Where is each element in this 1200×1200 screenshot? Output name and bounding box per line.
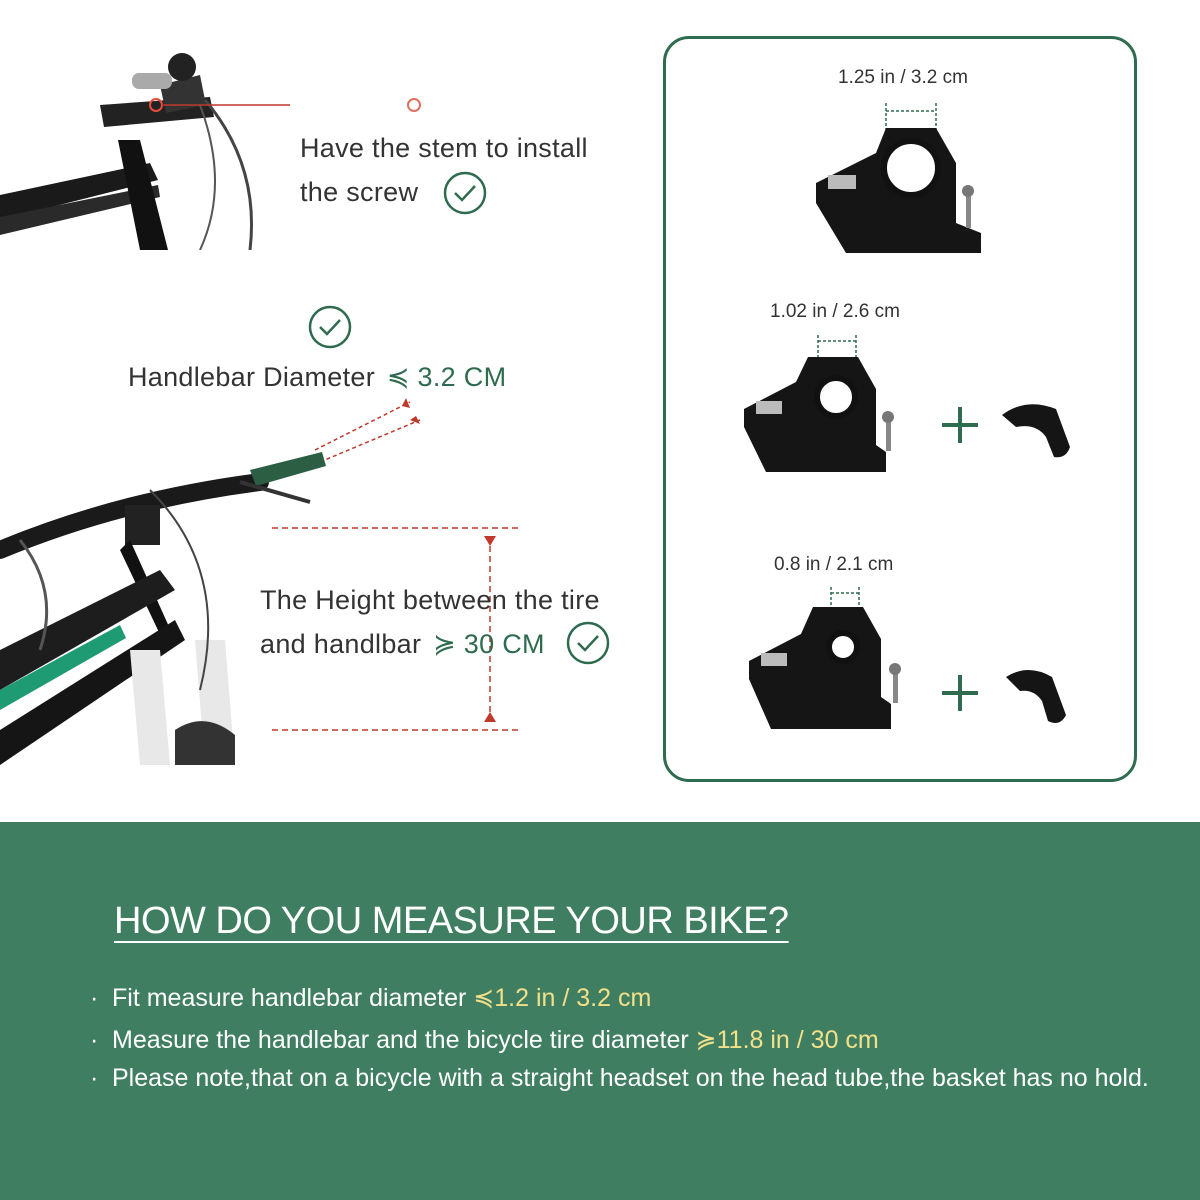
bullet-text: Fit measure handlebar diameter [112, 984, 474, 1012]
stem-text-line1: Have the stem to install [300, 133, 588, 163]
stem-text-line2: the screw [300, 177, 419, 207]
clamp-dimension-3: 0.8 in / 2.1 cm [774, 554, 894, 575]
plus-icon [942, 675, 978, 711]
clamp-image-2 [744, 335, 894, 472]
height-text-line2: and handlbar ≽ 30 CM [260, 622, 545, 666]
bullet-dot: · [90, 1064, 99, 1092]
height-value-text: ≽ 30 CM [433, 629, 545, 659]
clamp-dimension-2: 1.02 in / 2.6 cm [770, 301, 900, 322]
shim-image-3 [1006, 670, 1066, 723]
handlebar-label-text: Handlebar Diameter [128, 362, 376, 392]
measurement-guide [0, 822, 1200, 1200]
check-circle-icon [443, 171, 487, 215]
handlebar-value-text: ≼ 3.2 CM [386, 362, 507, 392]
guide-bullet-1: · Fit measure handlebar diameter ≼1.2 in … [90, 980, 1160, 1017]
shim-image-2 [1002, 404, 1070, 458]
bullet-dot: · [90, 1026, 99, 1054]
clamp-image-1 [816, 103, 981, 253]
check-circle-icon [566, 621, 610, 665]
clamp-dimension-1: 1.25 in / 3.2 cm [838, 67, 968, 88]
guide-bullet-3: · Please note,that on a bicycle with a st… [90, 1060, 1172, 1097]
bike-stem-photo [0, 53, 290, 250]
bullet-dot: · [90, 984, 99, 1012]
height-label-text: and handlbar [260, 629, 422, 659]
bullet-text: Measure the handlebar and the bicycle ti… [112, 1026, 696, 1054]
clamp-size-panel: 1.25 in / 3.2 cm 1.02 in / 2.6 cm [663, 36, 1137, 782]
handlebar-diameter-label: Handlebar Diameter ≼ 3.2 CM [128, 355, 506, 399]
top-section: Have the stem to install the screw Handl… [0, 36, 1137, 782]
bullet-highlight: ≼1.2 in / 3.2 cm [473, 984, 652, 1012]
guide-heading: HOW DO YOU MEASURE YOUR BIKE? [114, 900, 789, 942]
height-text-line1: The Height between the tire [260, 585, 600, 615]
bullet-text: Please note,that on a bicycle with a str… [112, 1064, 1149, 1092]
bike-handlebar-photo [0, 398, 522, 765]
clamp-image-3 [749, 587, 901, 729]
plus-icon [942, 407, 978, 443]
check-circle-icon [308, 305, 352, 349]
pointer-circle-icon [407, 98, 421, 112]
bullet-highlight: ≽11.8 in / 30 cm [695, 1026, 879, 1054]
guide-bullet-2: · Measure the handlebar and the bicycle t… [90, 1022, 1160, 1059]
